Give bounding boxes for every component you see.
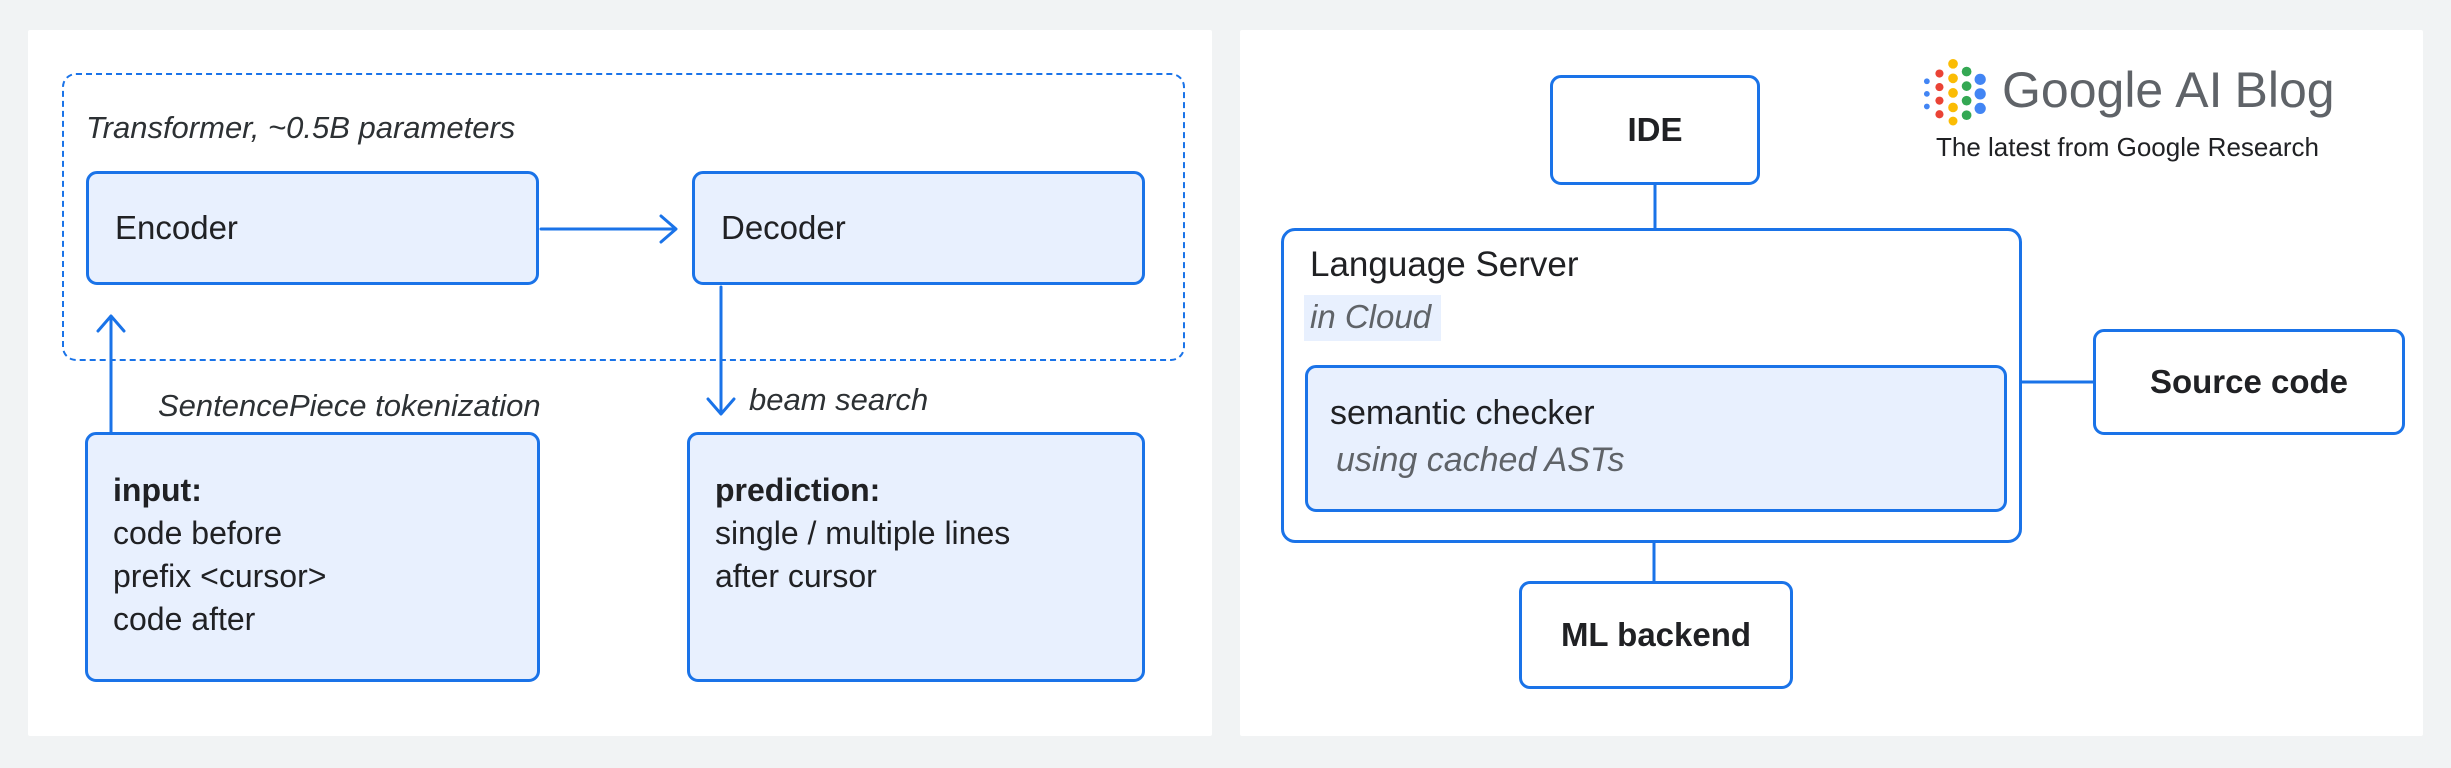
transformer-caption: Transformer, ~0.5B parameters [86, 110, 516, 145]
language-server-title: Language Server [1310, 245, 1579, 284]
input-line: prefix <cursor> [113, 558, 327, 594]
ml-backend-label: ML backend [1560, 616, 1752, 653]
prediction-line: after cursor [715, 558, 877, 594]
prediction-node: prediction: single / multiple lines afte… [687, 432, 1145, 682]
encoder-label: Encoder [115, 209, 238, 246]
google-ai-dots-icon [1923, 58, 1986, 126]
system-diagram-panel: IDE [1240, 30, 2423, 736]
input-line: code before [113, 515, 283, 551]
logo-tagline: The latest from Google Research [1936, 132, 2319, 162]
logo-word-google: Google [2002, 62, 2164, 118]
logo-word-ai: AI [2175, 62, 2223, 118]
ml-backend-node: ML backend [1519, 581, 1793, 689]
ide-label: IDE [1627, 111, 1683, 148]
transformer-dashed-boundary [62, 73, 1185, 361]
semantic-checker-node: semantic checker using cached ASTs [1305, 365, 2007, 512]
encoder-node: Encoder [86, 171, 539, 285]
transformer-diagram-panel: Transformer, ~0.5B parameters Encoder De… [28, 30, 1212, 736]
input-title: input: [113, 472, 202, 508]
prediction-line: single / multiple lines [715, 515, 1011, 551]
logo-word-blog: Blog [2234, 62, 2335, 118]
tokenization-caption: SentencePiece tokenization [158, 388, 541, 423]
beam-search-caption: beam search [749, 382, 929, 417]
source-code-label: Source code [2149, 363, 2349, 400]
language-server-node: Language Server in Cloud semantic checke… [1281, 228, 2022, 543]
semantic-checker-title: semantic checker [1330, 394, 1595, 432]
semantic-checker-subtitle: using cached ASTs [1336, 441, 1625, 479]
language-server-subtitle: in Cloud [1304, 295, 1442, 341]
input-line: code after [113, 601, 256, 637]
input-node: input: code before prefix <cursor> code … [85, 432, 540, 682]
ide-node: IDE [1550, 75, 1760, 185]
prediction-title: prediction: [715, 472, 881, 508]
source-code-node: Source code [2093, 329, 2405, 435]
decoder-node: Decoder [692, 171, 1145, 285]
decoder-label: Decoder [721, 209, 846, 246]
